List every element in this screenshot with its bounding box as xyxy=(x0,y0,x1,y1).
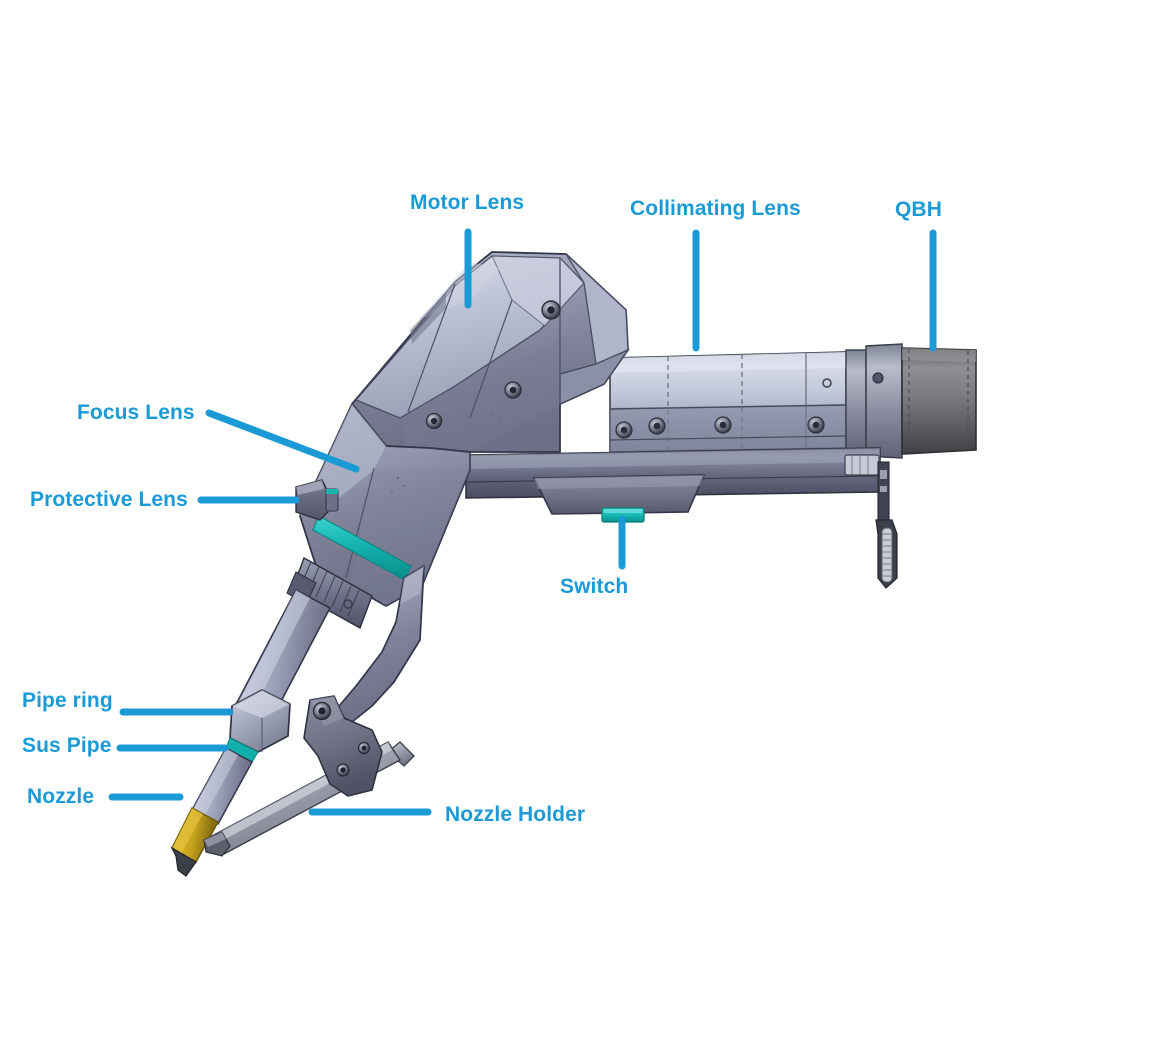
barrel-screws xyxy=(615,378,832,439)
switch-button[interactable] xyxy=(601,507,645,523)
protective-lens-drawer[interactable] xyxy=(295,479,339,521)
nozzle-holder xyxy=(203,695,415,857)
callout-label-protective-lens: Protective Lens xyxy=(30,488,188,511)
callout-label-nozzle-holder: Nozzle Holder xyxy=(445,803,586,826)
holder-bracket xyxy=(303,695,383,797)
nozzle-tube xyxy=(190,746,254,826)
callout-label-pipe-ring: Pipe ring xyxy=(22,689,113,712)
callout-label-collimating-lens: Collimating Lens xyxy=(630,197,801,220)
callout-label-nozzle: Nozzle xyxy=(27,785,95,808)
hanging-screw xyxy=(875,461,898,589)
callout-leader-lines xyxy=(108,228,937,816)
nozzle[interactable] xyxy=(170,806,220,877)
callout-label-motor-lens: Motor Lens xyxy=(410,191,525,214)
callout-label-qbh: QBH xyxy=(895,198,942,221)
callout-label-switch: Switch xyxy=(560,575,629,598)
pipe-ring xyxy=(225,689,291,763)
callout-label-focus-lens: Focus Lens xyxy=(77,401,195,424)
collimating-barrel xyxy=(609,351,847,453)
lower-rail xyxy=(465,447,881,523)
qbh-connector xyxy=(845,343,977,459)
motor-housing xyxy=(351,251,630,453)
callout-label-sus-pipe: Sus Pipe xyxy=(22,734,112,757)
leader-line-focus-lens xyxy=(205,409,360,473)
motor-housing-screws xyxy=(425,300,561,430)
